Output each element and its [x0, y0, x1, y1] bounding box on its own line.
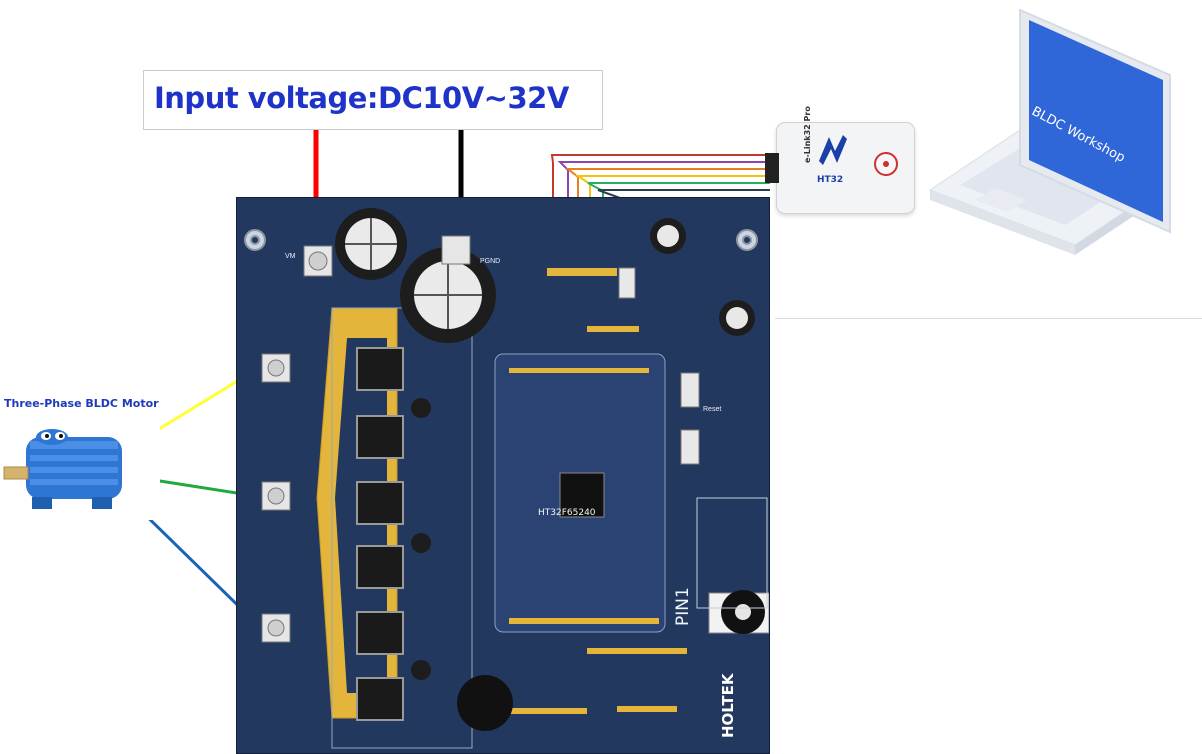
pgnd-label: PGND: [480, 258, 501, 265]
board-artwork: [244, 208, 769, 749]
status-led-icon: [874, 152, 898, 176]
motor-label: Three-Phase BLDC Motor: [4, 397, 159, 410]
bldc-motor-icon: [3, 429, 122, 509]
bldc-driver-board: VM PGND Reset: [236, 197, 770, 754]
terminal-blocks: [261, 235, 471, 643]
vm-label: VM: [285, 253, 296, 260]
laptop-icon: [928, 8, 1171, 255]
programmer-name: e-Link32 Pro: [803, 106, 812, 163]
input-voltage-callout: Input voltage:DC10V~32V: [143, 70, 603, 130]
reset-label: Reset: [703, 406, 722, 413]
header-pins: [507, 268, 687, 714]
holtek-brand-label: HOLTEK: [719, 673, 737, 738]
mounting-holes: [244, 229, 758, 251]
bulk-capacitors: [335, 208, 755, 680]
holtek-logo-icon: [819, 135, 847, 165]
buzzer: [457, 675, 513, 731]
potentiometer: [708, 590, 769, 634]
debug-connector-icon: [765, 153, 779, 183]
mcu-chip-label: HT32F65240: [538, 508, 596, 518]
motor-panel: Three-Phase BLDC Motor: [0, 390, 160, 520]
input-voltage-text: Input voltage:DC10V~32V: [154, 81, 569, 115]
mosfets: [356, 347, 404, 721]
laptop-screen: [1029, 20, 1163, 222]
pin1-label: PIN1: [673, 587, 693, 626]
elink-programmer: e-Link32 Pro HT32: [765, 106, 915, 214]
programmer-brand: HT32: [817, 175, 844, 185]
mcu-chip: [559, 472, 605, 518]
